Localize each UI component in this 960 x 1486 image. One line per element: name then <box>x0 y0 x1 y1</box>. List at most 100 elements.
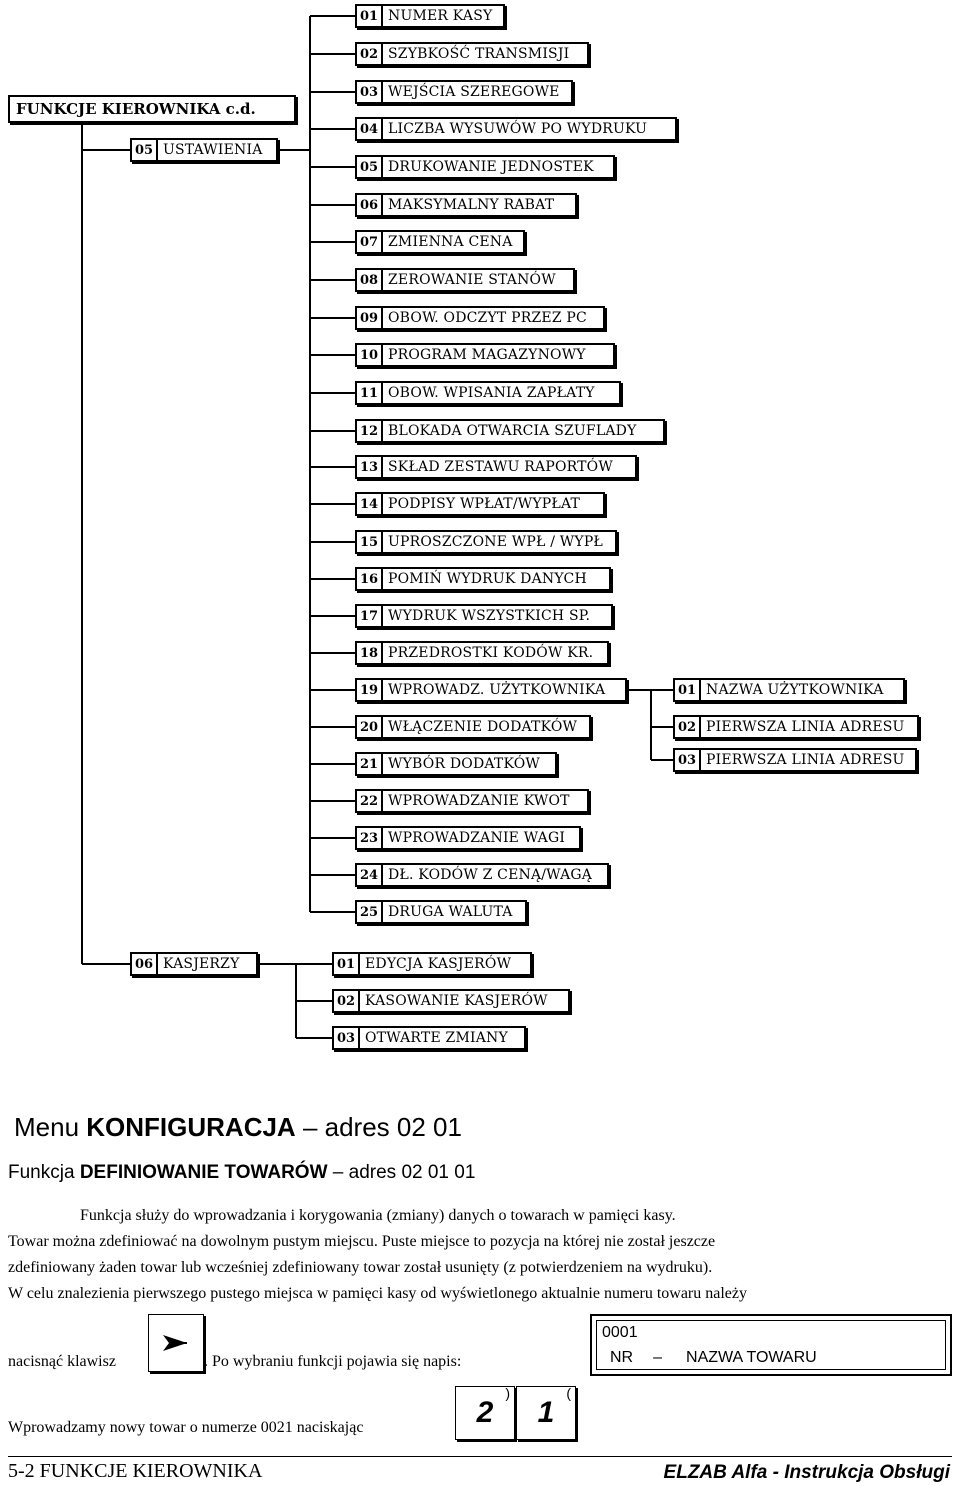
item-number: 20 <box>357 717 383 737</box>
cash-register-display: 0001 NR–NAZWA TOWARU <box>590 1314 952 1376</box>
footer-chapter: 5-2 FUNKCJE KIEROWNIKA <box>8 1460 263 1482</box>
kasjerzy-item[interactable]: 03 OTWARTE ZMIANY <box>332 1026 526 1050</box>
item-label: UPROSZCZONE WPŁ / WYPŁ <box>388 534 604 550</box>
user-info-item[interactable]: 01 NAZWA UŻYTKOWNIKA <box>673 678 905 702</box>
item-number: 01 <box>675 680 701 700</box>
item-label: WPROWADZANIE KWOT <box>388 793 570 809</box>
item-label: WŁĄCZENIE DODATKÓW <box>388 719 578 735</box>
item-label: WPROWADZANIE WAGI <box>388 830 566 846</box>
menu-node-label: USTAWIENIA <box>163 142 263 158</box>
item-label: NUMER KASY <box>388 8 493 24</box>
item-label: DRUKOWANIE JEDNOSTEK <box>388 159 594 175</box>
item-number: 05 <box>357 157 383 177</box>
item-number: 18 <box>357 643 383 663</box>
press-key-text: nacisnąć klawisz <box>8 1353 116 1370</box>
item-label: ZEROWANIE STANÓW <box>388 272 556 288</box>
paragraph-4: W celu znalezienia pierwszego pustego mi… <box>8 1285 747 1302</box>
footer-divider <box>8 1456 952 1457</box>
paragraph-3: zdefiniowany żaden towar lub wcześniej z… <box>8 1259 713 1276</box>
ustawienia-item[interactable]: 11 OBOW. WPISANIA ZAPŁATY <box>355 381 621 405</box>
item-number: 08 <box>357 270 383 290</box>
ustawienia-item[interactable]: 10 PROGRAM MAGAZYNOWY <box>355 343 615 367</box>
item-label: NAZWA UŻYTKOWNIKA <box>706 682 884 698</box>
menu-node-number: 05 <box>132 140 158 160</box>
function-title: Funkcja DEFINIOWANIE TOWARÓW – adres 02 … <box>8 1162 476 1183</box>
item-number: 15 <box>357 532 383 552</box>
paragraph-1: Funkcja służy do wprowadzania i korygowa… <box>80 1207 676 1224</box>
item-label: PIERWSZA LINIA ADRESU <box>706 752 905 768</box>
item-number: 22 <box>357 791 383 811</box>
item-label: POMIŃ WYDRUK DANYCH <box>388 571 587 587</box>
item-number: 24 <box>357 865 383 885</box>
item-label: EDYCJA KASJERÓW <box>365 956 512 972</box>
digit-key-2: 2) <box>455 1385 515 1440</box>
ustawienia-item[interactable]: 13 SKŁAD ZESTAWU RAPORTÓW <box>355 455 637 479</box>
item-number: 11 <box>357 383 383 403</box>
item-label: SKŁAD ZESTAWU RAPORTÓW <box>388 459 613 475</box>
ustawienia-item[interactable]: 02 SZYBKOŚĆ TRANSMISJI <box>355 42 589 66</box>
ustawienia-item[interactable]: 22 WPROWADZANIE KWOT <box>355 789 589 813</box>
digit-key-1: 1( <box>516 1385 576 1440</box>
display-line-2: NR–NAZWA TOWARU <box>610 1349 817 1366</box>
item-label: OBOW. WPISANIA ZAPŁATY <box>388 385 595 401</box>
ustawienia-item[interactable]: 01 NUMER KASY <box>355 4 505 28</box>
item-number: 02 <box>357 44 383 64</box>
ustawienia-item[interactable]: 05 DRUKOWANIE JEDNOSTEK <box>355 155 615 179</box>
item-label: PIERWSZA LINIA ADRESU <box>706 719 905 735</box>
item-number: 25 <box>357 902 383 922</box>
ustawienia-item[interactable]: 04 LICZBA WYSUWÓW PO WYDRUKU <box>355 117 677 141</box>
item-label: WPROWADZ. UŻYTKOWNIKA <box>388 682 606 698</box>
section-header-box: FUNKCJE KIEROWNIKA c.d. <box>8 95 296 123</box>
item-label: PODPISY WPŁAT/WYPŁAT <box>388 496 581 512</box>
menu-node-label: KASJERZY <box>163 956 240 972</box>
item-number: 13 <box>357 457 383 477</box>
ustawienia-item[interactable]: 09 OBOW. ODCZYT PRZEZ PC <box>355 306 605 330</box>
item-label: OBOW. ODCZYT PRZEZ PC <box>388 310 587 326</box>
item-label: WYDRUK WSZYSTKICH SP. <box>388 608 591 624</box>
item-label: KASOWANIE KASJERÓW <box>365 993 548 1009</box>
menu-node-kasjerzy[interactable]: 06 KASJERZY <box>130 952 258 976</box>
user-info-item[interactable]: 02 PIERWSZA LINIA ADRESU <box>673 715 919 739</box>
item-label: LICZBA WYSUWÓW PO WYDRUKU <box>388 121 648 137</box>
item-number: 12 <box>357 421 383 441</box>
item-number: 04 <box>357 119 383 139</box>
item-number: 01 <box>357 6 383 26</box>
display-line-1: 0001 <box>602 1324 638 1341</box>
user-info-item[interactable]: 03 PIERWSZA LINIA ADRESU <box>673 748 917 772</box>
item-number: 09 <box>357 308 383 328</box>
ustawienia-item[interactable]: 20 WŁĄCZENIE DODATKÓW <box>355 715 591 739</box>
item-number: 03 <box>334 1028 360 1048</box>
item-label: BLOKADA OTWARCIA SZUFLADY <box>388 423 637 439</box>
item-number: 03 <box>675 750 701 770</box>
ustawienia-item[interactable]: 15 UPROSZCZONE WPŁ / WYPŁ <box>355 530 617 554</box>
section-title: Menu KONFIGURACJA – adres 02 01 <box>14 1112 462 1142</box>
item-label: WYBÓR DODATKÓW <box>388 756 541 772</box>
item-label: OTWARTE ZMIANY <box>365 1030 508 1046</box>
ustawienia-item[interactable]: 19 WPROWADZ. UŻYTKOWNIKA <box>355 678 627 702</box>
enter-product-text: Wprowadzamy nowy towar o numerze 0021 na… <box>8 1419 364 1436</box>
item-label: SZYBKOŚĆ TRANSMISJI <box>388 46 570 62</box>
item-number: 19 <box>357 680 383 700</box>
item-number: 03 <box>357 82 383 102</box>
menu-tree-connectors <box>81 15 673 1039</box>
item-number: 02 <box>675 717 701 737</box>
menu-node-ustawienia[interactable]: 05 USTAWIENIA <box>130 138 278 162</box>
ustawienia-item[interactable]: 08 ZEROWANIE STANÓW <box>355 268 575 292</box>
item-number: 06 <box>357 195 383 215</box>
item-label: PROGRAM MAGAZYNOWY <box>388 347 586 363</box>
item-number: 10 <box>357 345 383 365</box>
ustawienia-item[interactable]: 12 BLOKADA OTWARCIA SZUFLADY <box>355 419 665 443</box>
